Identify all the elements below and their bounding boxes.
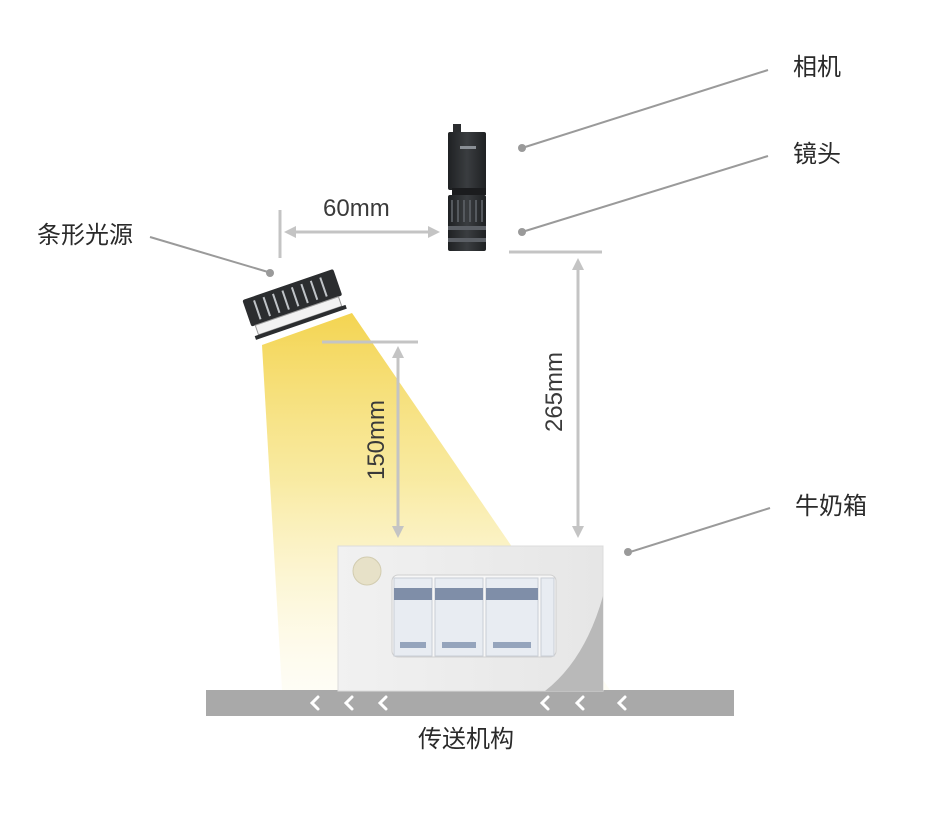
dimension-150mm-text: 150mm	[363, 399, 390, 481]
camera-label: 相机	[793, 53, 841, 81]
lens-label: 镜头	[793, 140, 841, 168]
leader-lines	[149, 69, 771, 556]
conveyor-label: 传送机构	[418, 725, 514, 753]
camera-graphic	[448, 124, 486, 195]
bar-light-label: 条形光源	[37, 221, 133, 249]
conveyor-belt	[206, 690, 734, 716]
lens-graphic	[448, 195, 486, 251]
dimension-150mm-lines	[322, 340, 418, 538]
milk-cartons	[393, 577, 555, 657]
milk-box-graphic	[337, 545, 604, 692]
conveyor-arrows	[309, 695, 627, 711]
bar-light-graphic	[242, 269, 347, 340]
dimension-60mm-lines	[278, 210, 440, 258]
dimension-265mm-text: 265mm	[541, 351, 568, 433]
dimension-60mm-text: 60mm	[323, 195, 390, 222]
milk-box-label: 牛奶箱	[795, 492, 867, 520]
dimension-265mm-lines	[509, 250, 602, 538]
